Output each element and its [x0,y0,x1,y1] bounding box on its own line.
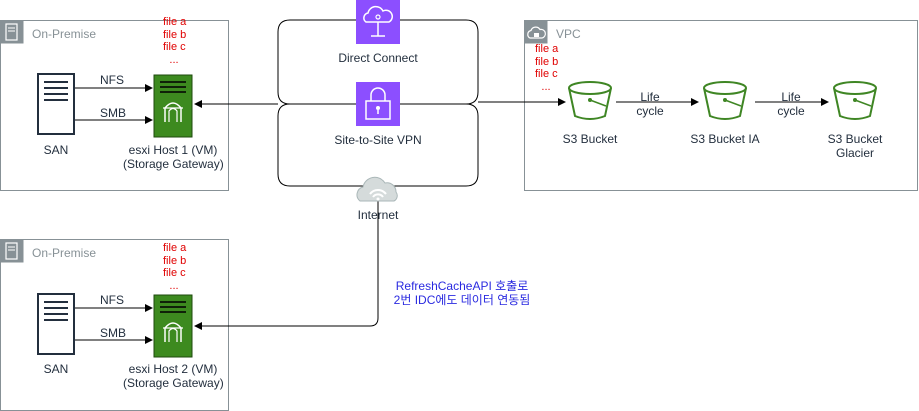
vpc-file-list: file a file b file c ... [535,43,558,93]
direct-connect-icon [356,0,400,44]
storage-gateway-icon-2 [153,294,193,358]
site2-file-list: file a file b file c ... [163,242,186,292]
file-item: file a [163,16,187,28]
internet-label: Internet [357,208,399,222]
san-label-2: SAN [43,362,69,376]
nfs-label-2: NFS [100,293,124,307]
file-item: ... [169,279,179,292]
vpc-cloud-lock-icon [524,20,548,44]
lifecycle-label-2: Life cycle [771,90,811,118]
lifecycle-label-2-line1: Life [781,90,801,104]
vpc-group [524,20,918,191]
server-group-icon-1 [0,20,24,44]
san-label-1: SAN [43,143,69,157]
san-server-icon-2 [37,293,75,355]
refresh-cache-note-line2: 2번 IDC에도 데이터 연동됨 [393,293,531,307]
host1-label: esxi Host 1 (VM) (Storage Gateway) [123,143,224,171]
file-item: ... [169,53,179,66]
file-item: file c [163,41,186,53]
internet-cloud-icon [356,176,398,202]
s3-bucket-ia-label: S3 Bucket IA [690,132,760,146]
nfs-label-1: NFS [100,73,124,87]
storage-gateway-icon-1 [153,74,193,138]
onprem-group-1-label: On-Premise [32,27,97,41]
host2-role: (Storage Gateway) [123,376,224,390]
s3-bucket-label: S3 Bucket [562,132,618,146]
host1-role: (Storage Gateway) [123,157,224,171]
san-server-icon-1 [37,73,75,135]
vpn-lock-icon [356,82,400,126]
server-group-icon-2 [0,239,24,263]
direct-connect-label: Direct Connect [338,51,418,65]
site1-file-list: file a file b file c ... [163,16,186,66]
file-item: file c [163,267,186,279]
smb-label-1: SMB [100,106,127,120]
vpc-group-label: VPC [556,27,581,41]
file-item: file b [163,28,187,41]
s3-glacier-class: Glacier [835,146,874,160]
s3-glacier-icon [833,81,877,120]
onprem-group-2-label: On-Premise [32,246,97,260]
file-item: ... [541,80,551,93]
host2-label: esxi Host 2 (VM) (Storage Gateway) [123,362,224,390]
refresh-cache-note: RefreshCacheAPI 호출로 2번 IDC에도 데이터 연동됨 [382,279,542,307]
s3-bucket-icon [568,81,612,120]
file-item: file b [535,55,559,68]
host1-name: esxi Host 1 (VM) [128,143,218,157]
smb-label-2: SMB [100,326,127,340]
s3-bucket-ia-icon [703,81,747,120]
lifecycle-label-1: Life cycle [630,90,670,118]
onprem-group-1 [0,20,229,191]
lifecycle-label-1-line1: Life [640,90,660,104]
host2-name: esxi Host 2 (VM) [128,362,218,376]
file-item: file c [535,68,558,80]
s3-glacier-label: S3 Bucket Glacier [815,132,895,160]
file-item: file a [163,242,187,254]
lifecycle-label-1-line2: cycle [636,104,664,118]
file-item: file b [163,254,187,267]
lifecycle-label-2-line2: cycle [777,104,805,118]
arrow-to-host2 [194,186,379,330]
file-item: file a [535,43,559,55]
refresh-cache-note-line1: RefreshCacheAPI 호출로 [395,279,529,293]
s3-glacier-name: S3 Bucket [827,132,883,146]
vpn-label: Site-to-Site VPN [334,133,422,147]
